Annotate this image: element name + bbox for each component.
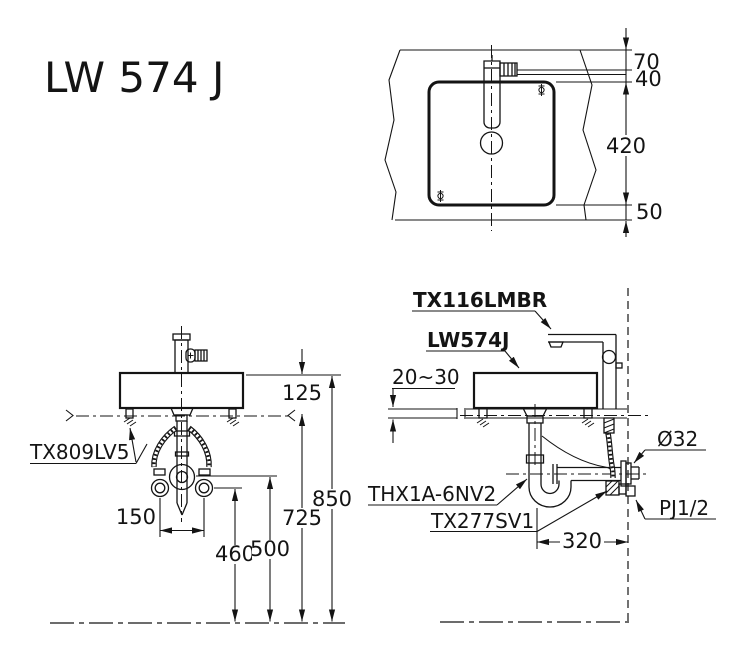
faucet-side xyxy=(548,333,623,409)
p-trap xyxy=(506,404,648,508)
bolt-side-left xyxy=(476,407,490,428)
bolt-side-right xyxy=(581,407,595,428)
pj-stub xyxy=(625,485,636,497)
dim-725: 725 xyxy=(282,414,322,622)
supply-hose-right xyxy=(187,425,214,498)
dim-420: 420 xyxy=(606,134,646,158)
side-view: TX116LMBR LW574J 20~30 xyxy=(367,288,716,623)
svg-text:THX1A-6NV2: THX1A-6NV2 xyxy=(367,482,496,506)
label-tx277sv1: TX277SV1 xyxy=(430,490,608,533)
break-line-right xyxy=(579,49,597,221)
label-tx809lv5: TX809LV5 xyxy=(29,427,148,465)
svg-text:LW574J: LW574J xyxy=(427,328,509,352)
dim-70: 70 xyxy=(633,50,660,74)
page-title: LW 574 J xyxy=(44,53,224,102)
label-tx116lmbr: TX116LMBR xyxy=(412,288,552,330)
sensor-window xyxy=(601,349,617,365)
dim-150: 150 xyxy=(116,498,205,537)
svg-text:TX116LMBR: TX116LMBR xyxy=(413,288,547,312)
svg-text:320: 320 xyxy=(562,529,602,553)
svg-text:TX277SV1: TX277SV1 xyxy=(430,509,534,533)
spout-aerator xyxy=(548,341,564,348)
label-thx1a6nv2: THX1A-6NV2 xyxy=(367,478,528,506)
supply-side xyxy=(541,417,636,497)
faucet-top xyxy=(483,55,518,129)
pop-up-body xyxy=(168,463,196,491)
basin-side xyxy=(472,371,599,410)
svg-text:125: 125 xyxy=(282,381,322,405)
dim-320: 320 xyxy=(536,508,628,553)
top-view: 70 40 420 50 xyxy=(384,28,663,237)
dim-40: 40 xyxy=(635,67,662,91)
dim-460: 460 xyxy=(215,489,255,622)
drain-assembly-front xyxy=(168,407,196,516)
svg-text:460: 460 xyxy=(215,542,255,566)
mounting-bolt-left xyxy=(123,408,137,427)
counter-break-left xyxy=(65,409,74,422)
mounting-bolt-right xyxy=(226,408,240,427)
svg-text:725: 725 xyxy=(282,506,322,530)
label-pj12: PJ1/2 xyxy=(635,496,716,520)
faucet-front xyxy=(172,333,208,374)
svg-text:500: 500 xyxy=(250,537,290,561)
fixture-mark-top-right xyxy=(538,84,545,96)
fixture-mark-bottom-left xyxy=(437,190,444,202)
break-line-left xyxy=(384,49,401,221)
svg-text:Ø32: Ø32 xyxy=(657,427,698,451)
counter-break-right xyxy=(287,409,296,422)
label-lw574j: LW574J xyxy=(426,328,520,369)
part-label-text: TX809LV5 xyxy=(29,440,129,464)
svg-text:150: 150 xyxy=(116,505,156,529)
dim-125: 125 xyxy=(282,349,322,405)
front-view: TX809LV5 150 125 725 850 xyxy=(29,326,352,624)
label-dia32: Ø32 xyxy=(633,427,706,464)
dim-chain-top-view: 70 40 420 50 xyxy=(606,28,663,237)
svg-text:20~30: 20~30 xyxy=(392,365,460,389)
dim-50: 50 xyxy=(636,200,663,224)
leader-arrow xyxy=(129,427,137,463)
supply-hose-left xyxy=(150,425,178,498)
dim-20-30: 20~30 xyxy=(389,365,460,443)
svg-text:PJ1/2: PJ1/2 xyxy=(659,496,709,520)
dim-500: 500 xyxy=(250,477,290,622)
svg-text:850: 850 xyxy=(312,487,352,511)
dim-850: 850 xyxy=(312,376,352,622)
